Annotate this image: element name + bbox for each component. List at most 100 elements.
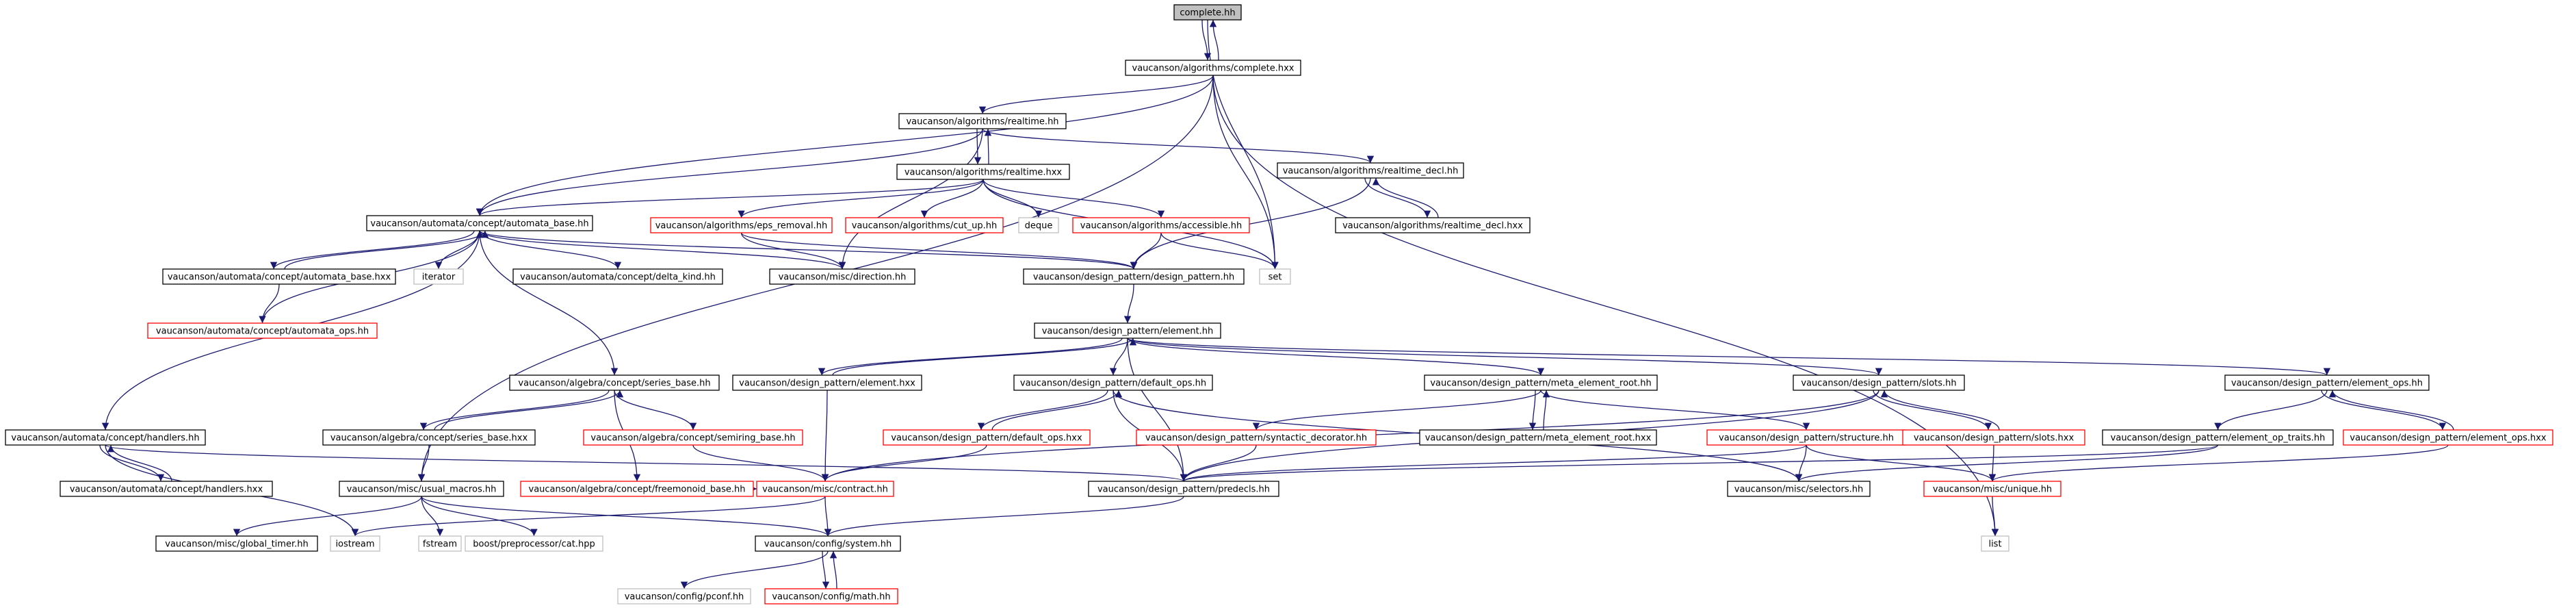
edge-automata-base-hh-to-delta-kind-hh [479, 230, 622, 270]
node-handlers-hxx[interactable]: vaucanson/automata/concept/handlers.hxx [60, 481, 273, 497]
edge-automata-base-hh-to-direction-hh [479, 230, 846, 270]
node-realtime-decl-hh[interactable]: vaucanson/algorithms/realtime_decl.hh [1277, 162, 1464, 179]
node-label: vaucanson/design_pattern/slots.hh [1801, 379, 1956, 389]
node-design-pattern-hh[interactable]: vaucanson/design_pattern/design_pattern.… [1023, 268, 1245, 285]
node-automata-ops-hh[interactable]: vaucanson/automata/concept/automata_ops.… [147, 322, 378, 339]
node-fstream[interactable]: fstream [418, 535, 462, 552]
node-label: vaucanson/design_pattern/element_ops.hh [2231, 379, 2423, 389]
node-accessible-hh[interactable]: vaucanson/algorithms/accessible.hh [1072, 217, 1250, 233]
node-box [322, 429, 536, 446]
node-meta-element-root-hh[interactable]: vaucanson/design_pattern/meta_element_ro… [1424, 374, 1658, 391]
node-box [155, 535, 318, 552]
node-deque[interactable]: deque [1018, 217, 1059, 233]
edge-realtime-hxx-to-cut-up-hh [920, 179, 984, 218]
edge-element-hh-to-slots-hh [1127, 338, 1882, 376]
edge-structure-hh-to-unique-hh [1806, 444, 1996, 482]
node-element-op-traits-hh[interactable]: vaucanson/design_pattern/element_op_trai… [2102, 429, 2334, 446]
node-global-timer-hh[interactable]: vaucanson/misc/global_timer.hh [155, 535, 318, 552]
node-box [60, 481, 273, 497]
node-math-hh[interactable]: vaucanson/config/math.hh [764, 588, 898, 605]
edge-element-hxx-to-element-hh [832, 338, 1137, 376]
node-cat-hpp[interactable]: boost/preprocessor/cat.hpp [465, 535, 603, 552]
node-pconf-hh[interactable]: vaucanson/config/pconf.hh [617, 588, 751, 605]
node-default-ops-hh[interactable]: vaucanson/design_pattern/default_ops.hh [1013, 374, 1213, 391]
node-label: vaucanson/misc/usual_macros.hh [347, 485, 497, 495]
node-label: vaucanson/automata/concept/automata_base… [370, 219, 588, 229]
node-delta-kind-hh[interactable]: vaucanson/automata/concept/delta_kind.hh [512, 268, 723, 285]
edge-design-pattern-hh-to-element-hh [1123, 283, 1134, 324]
node-slots-hxx[interactable]: vaucanson/design_pattern/slots.hxx [1902, 429, 2085, 446]
edge-accessible-hh-to-design-pattern-hh [1130, 232, 1162, 270]
node-series-base-hh[interactable]: vaucanson/algebra/concept/series_base.hh [509, 374, 720, 391]
node-box [1173, 4, 1242, 21]
edge-automata-base-hh-to-design-pattern-hh [479, 230, 1137, 270]
node-realtime-hxx[interactable]: vaucanson/algorithms/realtime.hxx [896, 164, 1070, 180]
node-iterator[interactable]: iterator [413, 268, 464, 285]
edge-system-hh-to-pconf-hh [680, 550, 829, 589]
node-realtime-decl-hxx[interactable]: vaucanson/algorithms/realtime_decl.hxx [1335, 217, 1531, 233]
edge-complete-hxx-to-set [1212, 75, 1279, 270]
node-freemonoid-base-hh[interactable]: vaucanson/algebra/concept/freemonoid_bas… [520, 481, 754, 497]
node-default-ops-hxx[interactable]: vaucanson/design_pattern/default_ops.hxx [883, 429, 1091, 446]
node-syntactic-decorator-hh[interactable]: vaucanson/design_pattern/syntactic_decor… [1136, 429, 1377, 446]
node-box [898, 113, 1067, 129]
node-system-hh[interactable]: vaucanson/config/system.hh [755, 535, 901, 552]
node-cut-up-hh[interactable]: vaucanson/algorithms/cut_up.hh [845, 217, 1004, 233]
edge-element-ops-hh-to-element-ops-hxx [2321, 390, 2447, 431]
node-box [413, 268, 464, 285]
edge-meta-element-root-hh-to-syntactic-decorator-hh [1252, 390, 1541, 431]
edge-complete-hxx-to-automata-base-hh [476, 75, 1214, 216]
edge-usual-macros-hh-to-global-timer-hh [233, 496, 422, 537]
edge-automata-base-hh-to-iterator [434, 230, 480, 270]
node-label: vaucanson/algorithms/realtime_decl.hh [1283, 166, 1459, 177]
node-unique-hh[interactable]: vaucanson/misc/unique.hh [1923, 481, 2061, 497]
node-element-hh[interactable]: vaucanson/design_pattern/element.hh [1034, 322, 1221, 339]
edge-slots-hh-to-slots-hxx [1873, 390, 1992, 431]
node-realtime-hh[interactable]: vaucanson/algorithms/realtime.hh [898, 113, 1067, 129]
edge-meta-element-root-hh-to-structure-hh [1540, 390, 1810, 431]
node-label: vaucanson/automata/concept/delta_kind.hh [520, 272, 716, 283]
node-automata-base-hxx[interactable]: vaucanson/automata/concept/automata_base… [162, 268, 396, 285]
node-usual-macros-hh[interactable]: vaucanson/misc/usual_macros.hh [339, 481, 504, 497]
node-box [769, 268, 915, 285]
node-direction-hh[interactable]: vaucanson/misc/direction.hh [769, 268, 915, 285]
node-element-ops-hxx[interactable]: vaucanson/design_pattern/element_ops.hxx [2343, 429, 2553, 446]
node-label: vaucanson/automata/concept/handlers.hxx [70, 485, 263, 495]
edge-semiring-base-hh-to-contract-hh [692, 444, 829, 482]
edge-usual-macros-hh-to-cat-hpp [421, 496, 538, 537]
node-slots-hh[interactable]: vaucanson/design_pattern/slots.hh [1793, 374, 1965, 391]
node-eps-removal-hh[interactable]: vaucanson/algorithms/eps_removal.hh [650, 217, 833, 233]
edge-contract-hh-to-system-hh [824, 496, 832, 537]
edge-realtime-hxx-to-deque [983, 179, 1043, 218]
node-structure-hh[interactable]: vaucanson/design_pattern/structure.hh [1706, 429, 1906, 446]
node-complete-hxx[interactable]: vaucanson/algorithms/complete.hxx [1125, 60, 1301, 76]
node-label: vaucanson/algebra/concept/freemonoid_bas… [529, 485, 746, 495]
node-meta-element-root-hxx[interactable]: vaucanson/design_pattern/meta_element_ro… [1419, 429, 1657, 446]
node-iostream[interactable]: iostream [330, 535, 380, 552]
node-label: vaucanson/design_pattern/slots.hxx [1914, 433, 2074, 444]
edge-realtime-hxx-to-realtime-hh [984, 128, 992, 165]
node-label: vaucanson/misc/global_timer.hh [165, 539, 308, 550]
node-list[interactable]: list [1981, 535, 2009, 552]
node-complete-hh[interactable]: complete.hh [1173, 4, 1242, 21]
node-set[interactable]: set [1259, 268, 1291, 285]
edge-realtime-hh-to-automata-base-hh [476, 128, 983, 216]
node-element-ops-hh[interactable]: vaucanson/design_pattern/element_ops.hh [2224, 374, 2430, 391]
node-label: vaucanson/design_pattern/syntactic_decor… [1145, 433, 1367, 444]
node-predecls-hh[interactable]: vaucanson/design_pattern/predecls.hh [1088, 481, 1279, 497]
node-box [2102, 429, 2334, 446]
node-box [162, 268, 396, 285]
node-series-base-hxx[interactable]: vaucanson/algebra/concept/series_base.hx… [322, 429, 536, 446]
node-selectors-hh[interactable]: vaucanson/misc/selectors.hh [1727, 481, 1871, 497]
node-semiring-base-hh[interactable]: vaucanson/algebra/concept/semiring_base.… [583, 429, 803, 446]
edge-realtime-decl-hh-to-design-pattern-hh [1130, 177, 1371, 270]
node-handlers-hh[interactable]: vaucanson/automata/concept/handlers.hh [5, 429, 206, 446]
node-automata-base-hh[interactable]: vaucanson/automata/concept/automata_base… [366, 215, 593, 231]
node-box [1034, 322, 1221, 339]
node-box [1259, 268, 1291, 285]
node-contract-hh[interactable]: vaucanson/misc/contract.hh [756, 481, 894, 497]
edge-default-ops-hxx-to-contract-hh [821, 444, 987, 482]
node-box [5, 429, 206, 446]
edge-structure-hh-to-selectors-hh [1795, 444, 1807, 482]
node-element-hxx[interactable]: vaucanson/design_pattern/element.hxx [732, 374, 922, 391]
